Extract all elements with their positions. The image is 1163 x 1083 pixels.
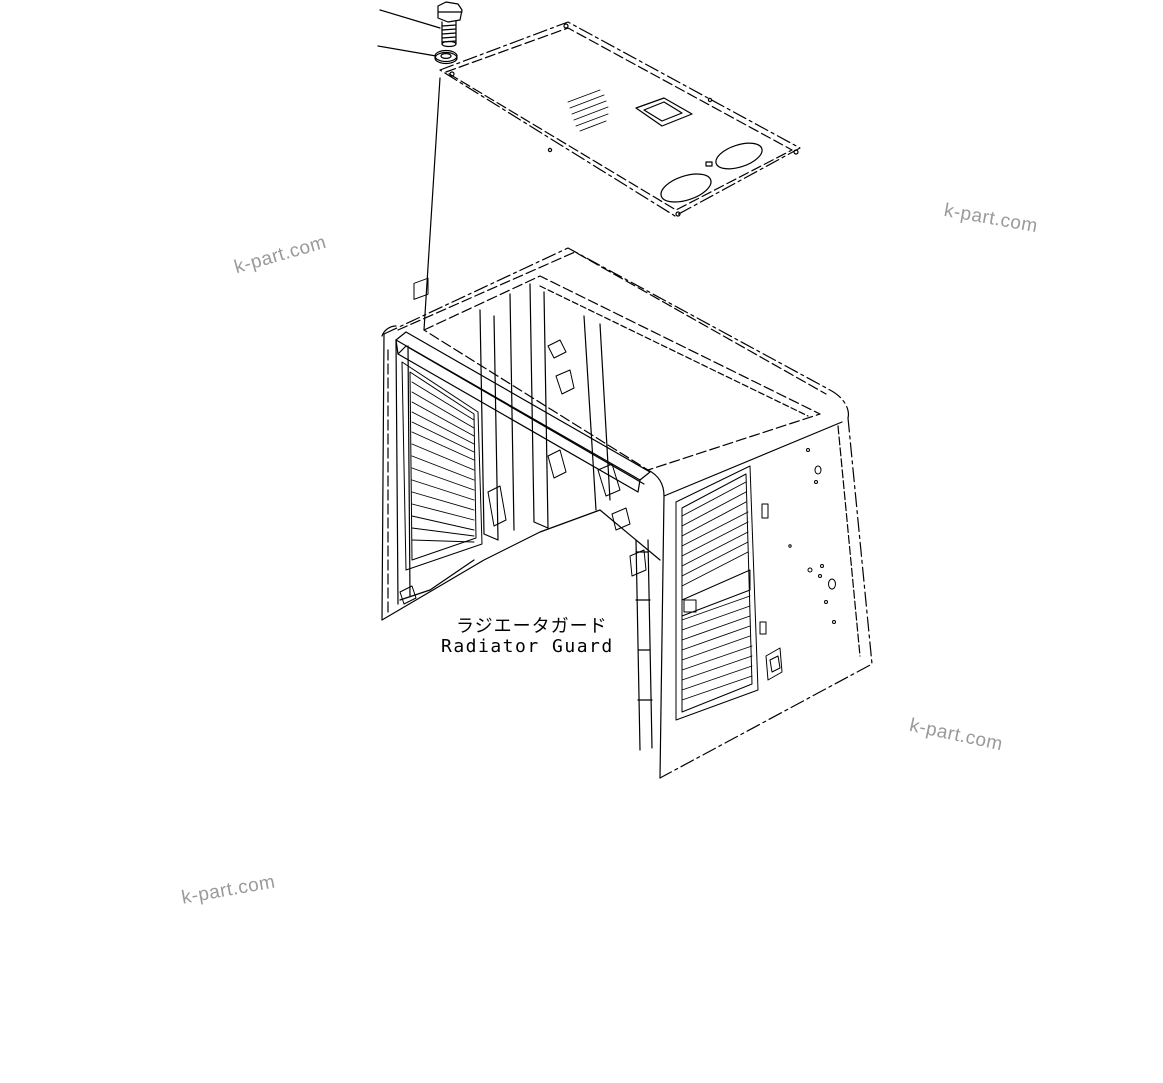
part-label-english: Radiator Guard <box>441 636 614 657</box>
washer <box>434 49 458 65</box>
inner-brackets <box>399 339 647 605</box>
fastener-axis-line <box>423 77 441 331</box>
radiator-guard-frame <box>381 247 873 779</box>
bolt-leader-line <box>379 9 441 29</box>
bolt <box>437 1 463 48</box>
part-label-japanese: ラジエータガード <box>456 616 608 637</box>
left-grille <box>401 277 483 571</box>
right-panel-details <box>759 448 836 681</box>
leader-lines <box>377 9 441 331</box>
top-cover-plate <box>439 21 801 217</box>
washer-leader-line <box>377 45 437 57</box>
right-grille <box>675 465 759 721</box>
